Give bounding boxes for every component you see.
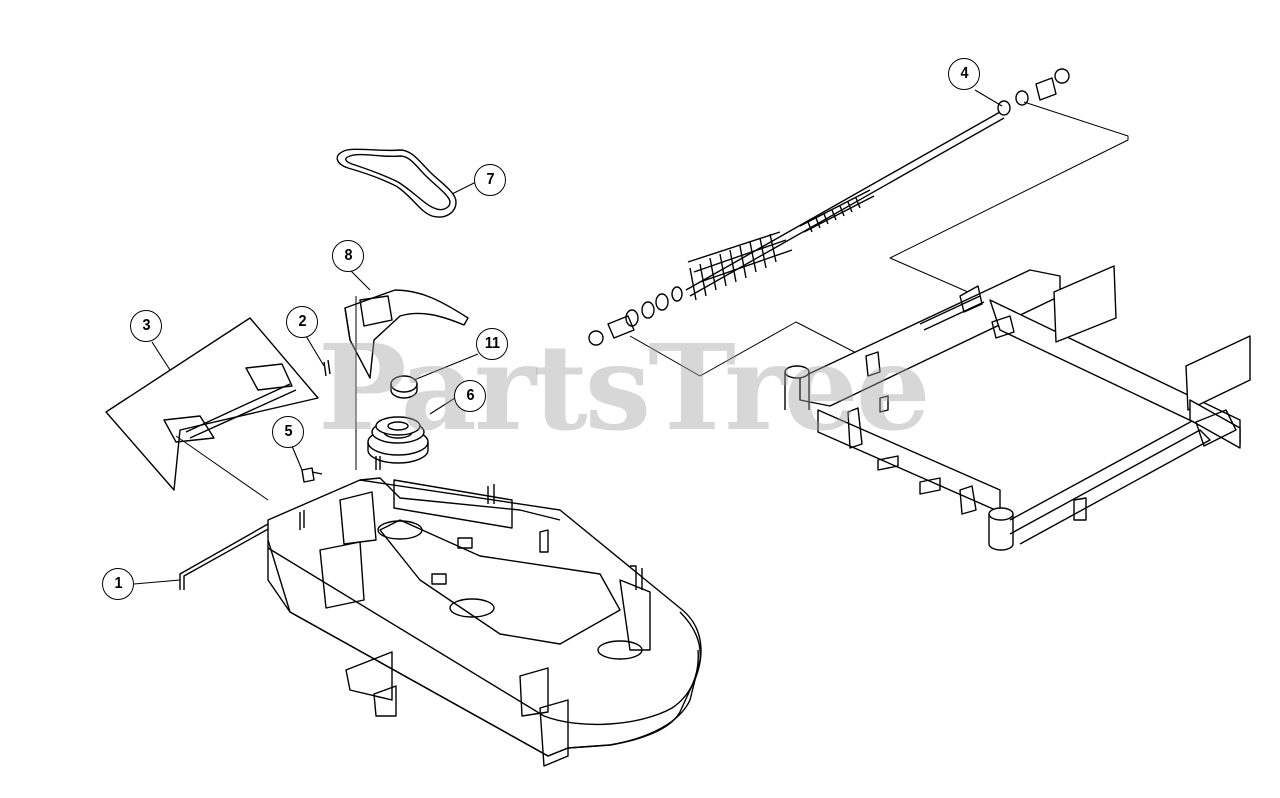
clip-part[interactable] xyxy=(301,467,323,483)
rod-part[interactable] xyxy=(179,523,271,590)
callout-1[interactable]: 1 xyxy=(102,568,134,600)
lift-frame-part[interactable] xyxy=(784,265,1251,551)
assembly-leader-lines xyxy=(175,101,1129,501)
callout-3-label: 3 xyxy=(141,317,151,334)
belt-cover-part[interactable] xyxy=(344,289,469,379)
belt-part[interactable] xyxy=(336,148,457,218)
mower-deck-part[interactable] xyxy=(267,456,702,767)
callout-8-label: 8 xyxy=(343,247,353,264)
callout-2[interactable]: 2 xyxy=(286,306,318,338)
pulley-part[interactable] xyxy=(367,416,429,464)
callout-7[interactable]: 7 xyxy=(474,164,506,196)
callout-7-label: 7 xyxy=(485,171,495,188)
callout-leaders xyxy=(133,89,1003,585)
callout-4-label: 4 xyxy=(959,65,969,82)
cap-part[interactable] xyxy=(390,375,418,399)
callout-3[interactable]: 3 xyxy=(130,310,162,342)
pin-part[interactable] xyxy=(323,359,331,377)
callout-8[interactable]: 8 xyxy=(332,240,364,272)
callout-6-label: 6 xyxy=(465,387,475,404)
callout-11[interactable]: 11 xyxy=(476,328,508,360)
callout-5-label: 5 xyxy=(283,423,293,440)
callout-11-label: 11 xyxy=(484,335,500,352)
discharge-chute-part[interactable] xyxy=(105,317,319,491)
callout-5[interactable]: 5 xyxy=(272,416,304,448)
tension-rod-assembly[interactable] xyxy=(588,68,1070,346)
callout-2-label: 2 xyxy=(297,313,307,330)
callout-1-label: 1 xyxy=(113,575,123,592)
callout-4[interactable]: 4 xyxy=(948,58,980,90)
callout-6[interactable]: 6 xyxy=(454,380,486,412)
